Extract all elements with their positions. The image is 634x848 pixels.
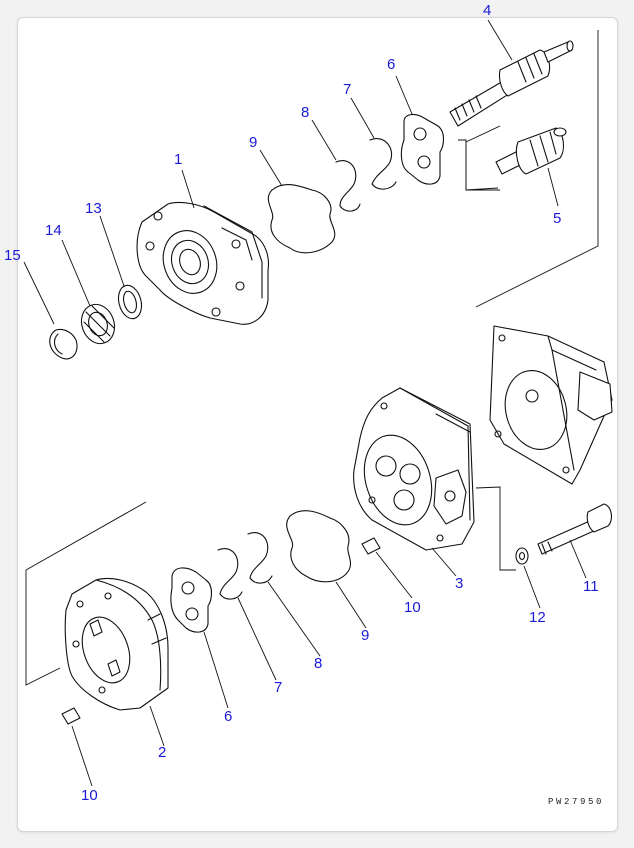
callout-6-lower[interactable]: 6 [224,708,233,725]
callout-7-lower[interactable]: 7 [274,679,283,696]
part-10-pin-left [61,707,81,725]
callout-10-left[interactable]: 10 [81,787,98,804]
part-8-seal-upper [335,160,361,212]
part-10-pin-right [361,537,381,555]
part-7-seal-upper [369,138,397,190]
part-9-gasket-lower [286,510,352,583]
callout-8-upper[interactable]: 8 [301,104,310,121]
part-2-bushing-block [64,577,169,711]
callout-4[interactable]: 4 [483,2,492,19]
callout-2[interactable]: 2 [158,744,167,761]
part-6-bushing-lower [170,567,213,633]
callout-8-lower[interactable]: 8 [314,655,323,672]
callout-15[interactable]: 15 [4,247,21,264]
callout-7-upper[interactable]: 7 [343,81,352,98]
callout-13[interactable]: 13 [85,200,102,217]
part-5-driven-gear [495,127,567,175]
callout-9-upper[interactable]: 9 [249,134,258,151]
lower-group-bracket [25,486,516,686]
part-3-gear-housing [353,387,475,551]
part-7-seal-lower [217,548,243,600]
upper-group-bracket [465,30,599,308]
drawing-code: PW27950 [548,797,605,807]
part-11-bolt [537,503,613,555]
part-12-washer [515,547,529,565]
part-1-front-cover [136,201,270,325]
part-6-bushing-upper [400,113,445,185]
callout-10-right[interactable]: 10 [404,599,421,616]
part-14-oil-seal [80,303,116,345]
callout-12[interactable]: 12 [529,609,546,626]
callout-1[interactable]: 1 [174,151,183,168]
leader-lines [23,19,587,787]
callout-9-lower[interactable]: 9 [361,627,370,644]
part-8-seal-lower [247,532,273,584]
part-9-gasket-upper [267,184,336,254]
callout-11[interactable]: 11 [583,578,599,595]
part-13-washer [117,284,143,320]
part-4-drive-shaft [449,40,574,127]
callout-14[interactable]: 14 [45,222,62,239]
upper-group-frame [458,139,500,191]
callout-5[interactable]: 5 [553,210,562,227]
part-15-snap-ring [49,328,78,360]
callout-3[interactable]: 3 [455,575,464,592]
callout-6-upper[interactable]: 6 [387,56,396,73]
rear-body-assembly [489,325,613,485]
